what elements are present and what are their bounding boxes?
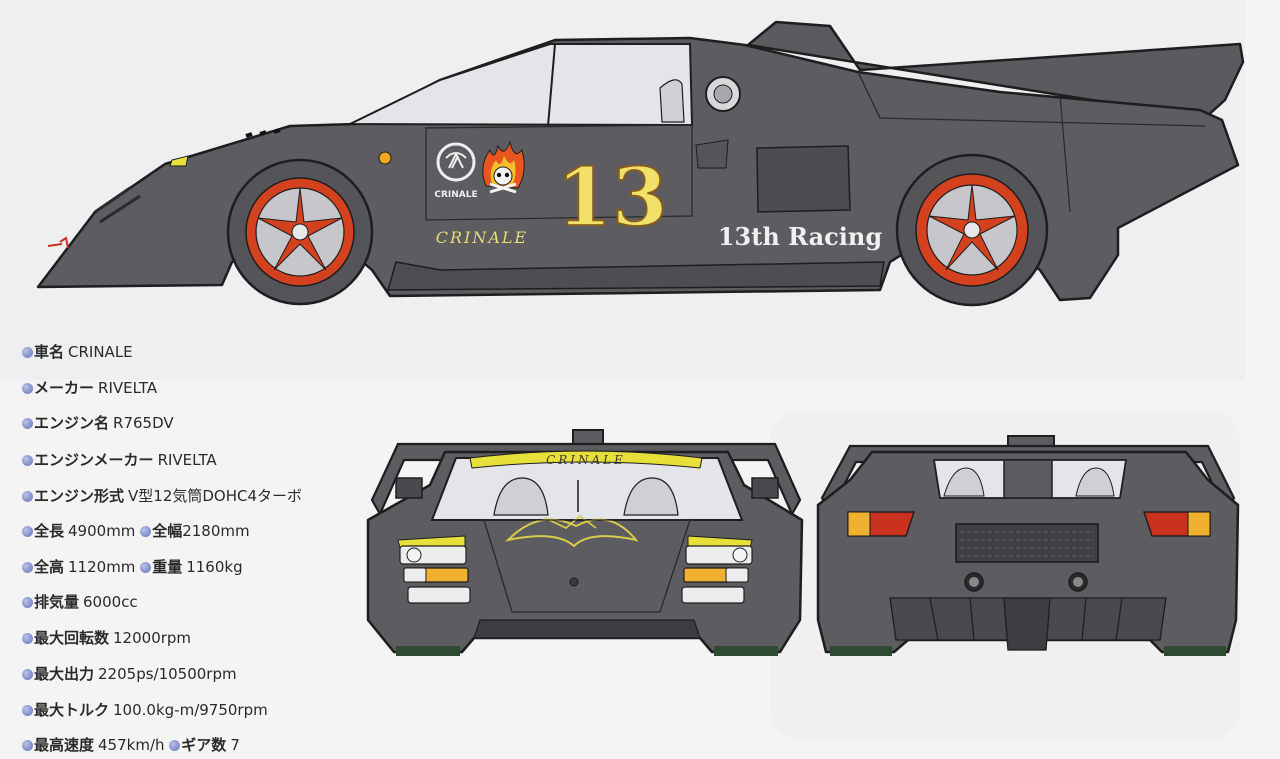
spec-value: 6000cc: [83, 593, 138, 611]
team-script: 13th Racing: [718, 222, 883, 251]
spec-label: 全高: [34, 558, 65, 576]
spec-value: 12000rpm: [113, 629, 192, 647]
spec-label: メーカー: [34, 379, 95, 397]
spec-value: 2180mm: [182, 522, 250, 540]
spec-label: 最大出力: [34, 665, 95, 683]
spec-value: 457km/h: [98, 736, 165, 754]
spec-label: 排気量: [34, 593, 80, 611]
spec-value: RIVELTA: [98, 379, 158, 397]
front-wheel-icon: [226, 158, 374, 306]
spec-value: V型12気筒DOHC4ターボ: [128, 487, 303, 505]
blue-dot-icon: [22, 455, 33, 466]
fuel-cap-icon: [705, 76, 741, 112]
front-view: CRINALE: [366, 429, 804, 656]
spec-label: 全幅: [152, 522, 183, 540]
spec-label: エンジン形式: [34, 487, 125, 505]
blue-dot-icon: [140, 562, 152, 573]
blue-dot-icon: [22, 491, 33, 502]
blue-dot-icon: [22, 347, 33, 358]
blue-dot-icon: [22, 669, 33, 680]
spec-label: 車名: [34, 343, 65, 361]
blue-dot-icon: [22, 526, 33, 537]
logo-text: CRINALE: [434, 190, 477, 200]
blue-dot-icon: [169, 740, 181, 751]
blue-dot-icon: [140, 526, 152, 537]
blue-dot-icon: [22, 562, 33, 573]
spec-label: 重量: [152, 558, 183, 576]
blue-dot-icon: [22, 597, 33, 608]
blue-dot-icon: [22, 383, 33, 394]
spec-label: エンジンメーカー: [34, 451, 154, 469]
spec-value: RIVELTA: [157, 451, 217, 469]
crinale-circle-logo-icon: CRINALE: [434, 142, 478, 200]
race-number: 13: [556, 150, 667, 244]
spec-label: エンジン名: [34, 414, 110, 432]
spec-value: 1120mm: [68, 558, 136, 576]
flaming-skull-icon: [482, 140, 525, 194]
spec-value: 4900mm: [68, 522, 136, 540]
spec-value: 2205ps/10500rpm: [98, 665, 237, 683]
spec-value: 7: [230, 736, 240, 754]
spec-label: 最高速度: [34, 736, 95, 754]
spec-value: R765DV: [113, 414, 174, 432]
blue-dot-icon: [22, 740, 33, 751]
spec-label: ギア数: [181, 736, 227, 754]
spec-label: 最大トルク: [34, 701, 110, 719]
blue-dot-icon: [22, 418, 33, 429]
spec-value: CRINALE: [68, 343, 133, 361]
spec-label: 全長: [34, 522, 65, 540]
rear-view: [816, 435, 1240, 656]
blue-dot-icon: [22, 705, 33, 716]
spec-value: 100.0kg-m/9750rpm: [113, 701, 268, 719]
rear-wheel-icon: [895, 153, 1049, 307]
spec-label: 最大回転数: [34, 629, 110, 647]
blue-dot-icon: [22, 633, 33, 644]
spec-value: 1160kg: [186, 558, 243, 576]
side-script: CRINALE: [436, 228, 528, 247]
front-banner: CRINALE: [546, 453, 626, 467]
side-view: CRINALE 13 CRINALE 13th Racing: [36, 20, 1245, 307]
